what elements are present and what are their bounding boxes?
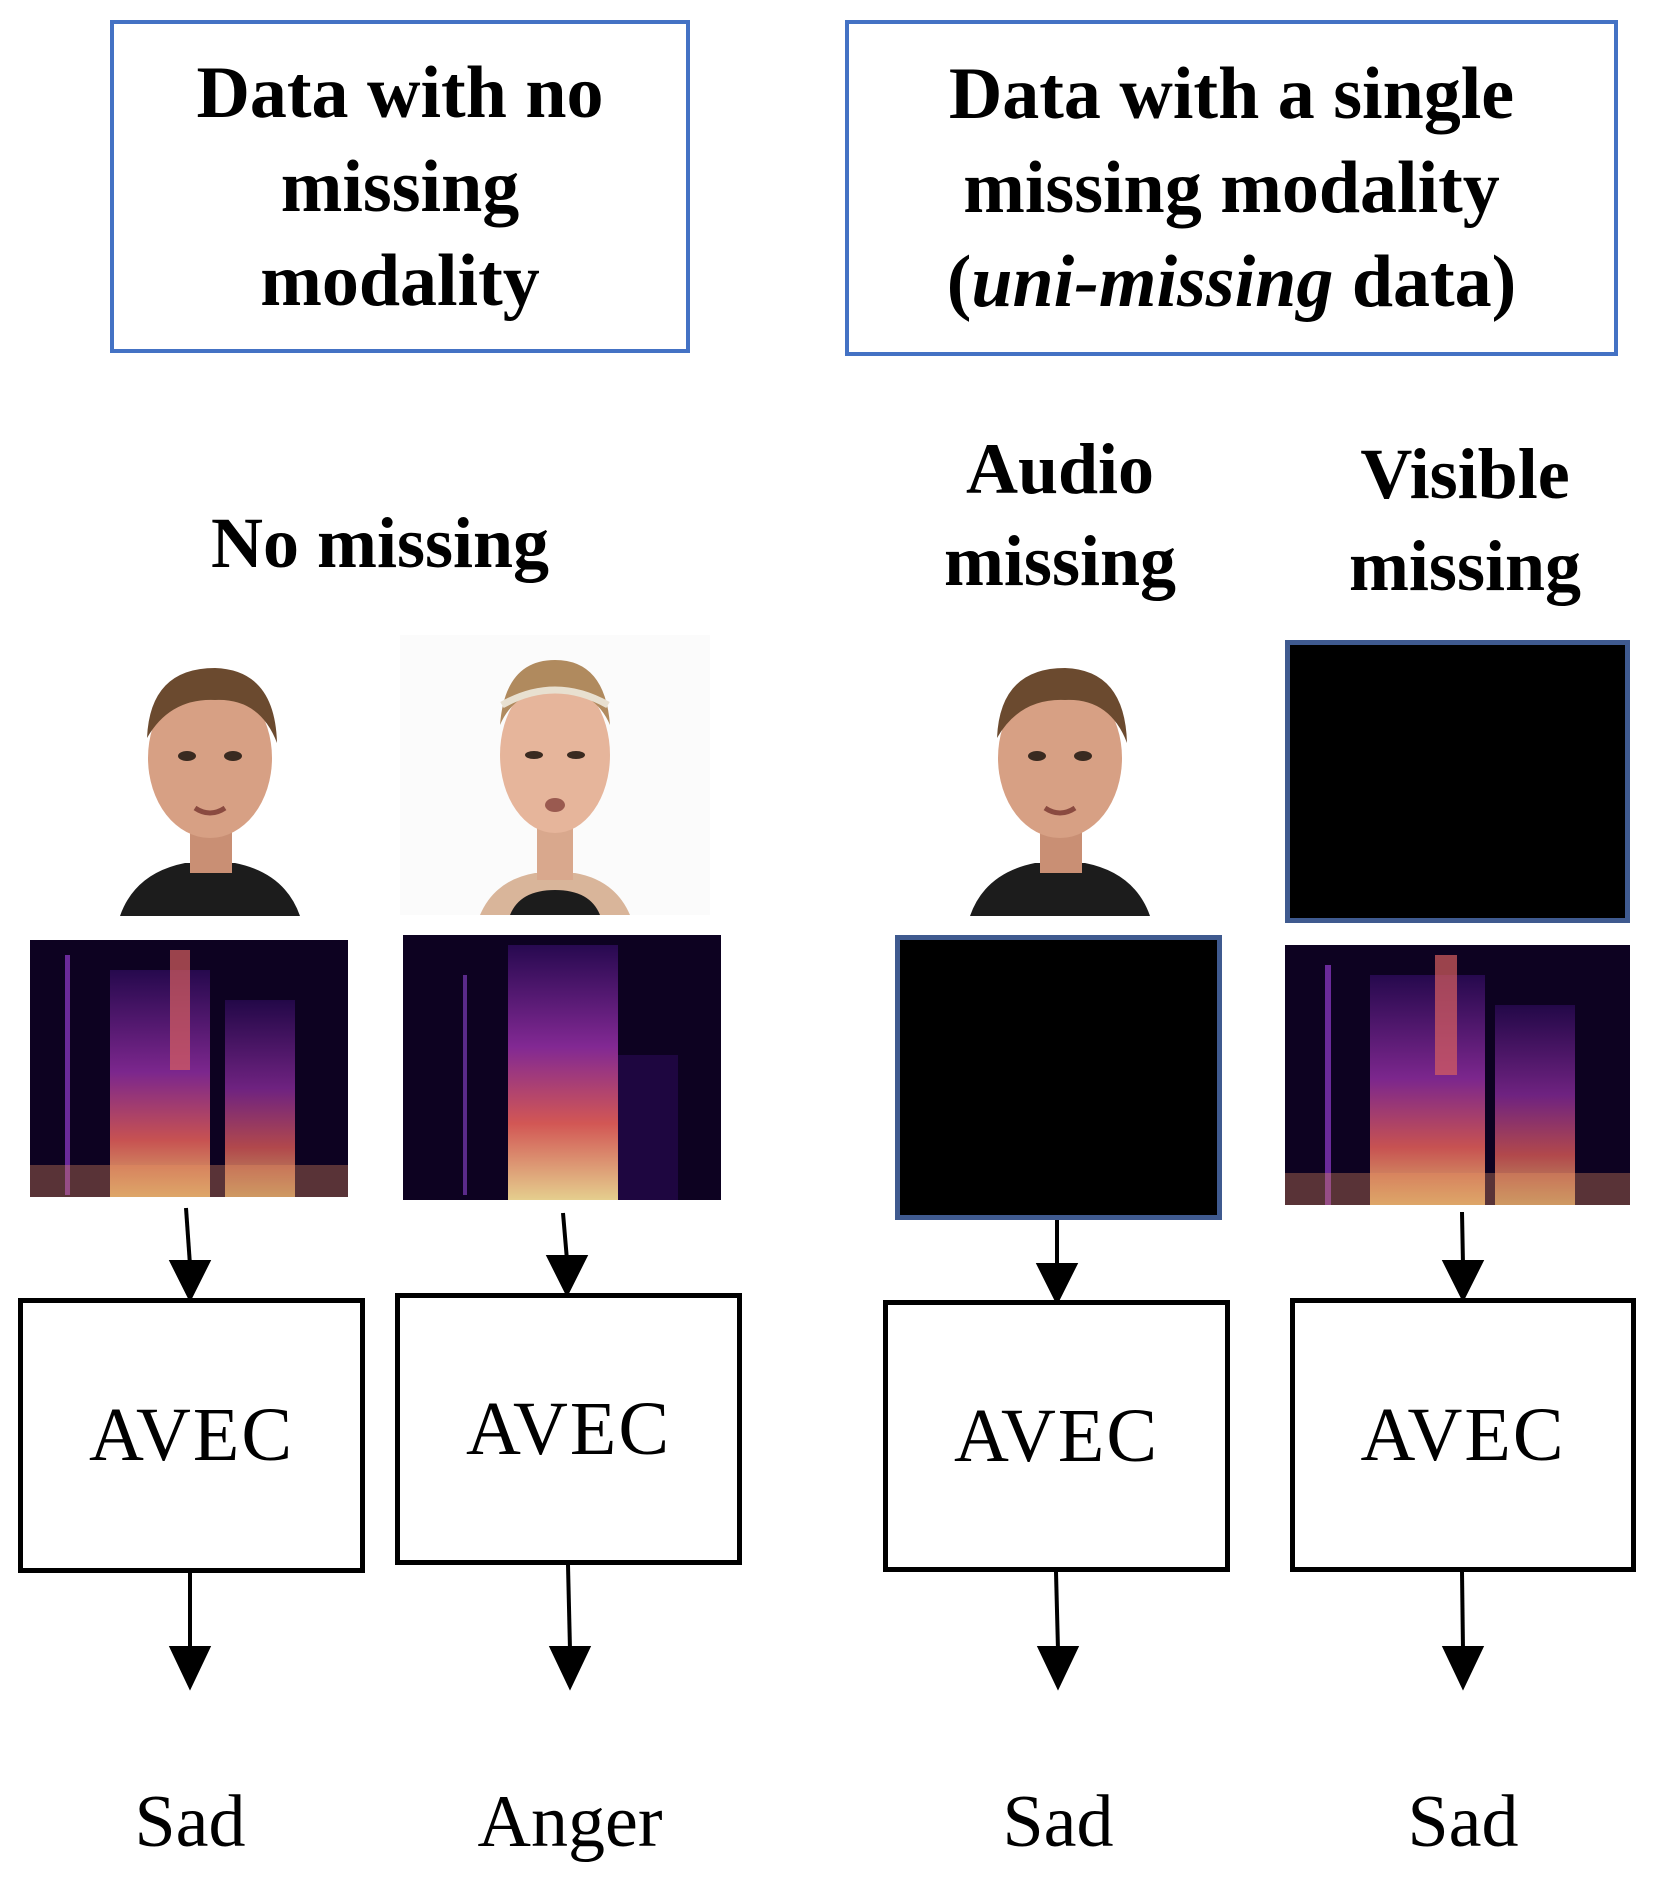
spectrogram-2	[403, 935, 721, 1200]
output-label-1: Sad	[134, 1781, 246, 1863]
arrow-spec2-to-avec2	[561, 1212, 569, 1261]
arrowhead-out4	[1441, 1646, 1485, 1691]
arrowhead-spec2	[545, 1255, 589, 1298]
header-uni-missing: Data with a single missing modality (uni…	[845, 20, 1618, 356]
title-audio-line2: missing	[943, 521, 1177, 601]
face-image-male	[55, 638, 365, 916]
paren-open: (	[946, 241, 972, 323]
face-image-male-audio-missing	[905, 638, 1215, 916]
arrow-spec4-to-avec4	[1460, 1211, 1465, 1266]
header-left-line1: Data with no	[196, 51, 604, 134]
visible-missing-black-image	[1285, 640, 1630, 923]
arrowhead-out1	[168, 1646, 212, 1691]
title-visible-line2: missing	[1348, 526, 1582, 606]
arrow-avec4-to-out4	[1460, 1571, 1465, 1651]
avec-model-box-1: AVEC	[18, 1298, 365, 1573]
avec-model-box-4: AVEC	[1290, 1298, 1636, 1572]
arrow-avec2-to-out2	[566, 1564, 572, 1651]
header-right-rest: data)	[1333, 241, 1517, 323]
header-right-line3: (uni-missing data)	[947, 235, 1517, 329]
arrow-avec3-to-out3	[1054, 1571, 1060, 1651]
header-left-line3: modality	[260, 239, 540, 322]
title-audio-line1: Audio	[965, 429, 1155, 509]
arrowhead-spec4	[1441, 1260, 1485, 1303]
title-visible-missing: Visible missing	[1310, 428, 1620, 612]
arrowhead-spec1	[168, 1260, 212, 1303]
avec-model-box-2: AVEC	[395, 1293, 742, 1565]
arrowhead-spec3	[1035, 1263, 1079, 1306]
header-left-line2: missing	[280, 145, 520, 228]
header-right-line1: Data with a single	[948, 53, 1515, 135]
title-no-missing: No missing	[210, 503, 550, 583]
arrowhead-out2	[548, 1646, 592, 1691]
title-audio-missing: Audio missing	[900, 423, 1220, 607]
uni-missing-term: uni-missing	[971, 241, 1334, 323]
output-label-4: Sad	[1407, 1781, 1519, 1863]
header-right-line2: missing modality	[963, 147, 1500, 229]
arrowhead-out3	[1036, 1646, 1080, 1691]
header-no-missing: Data with no missing modality	[110, 20, 690, 353]
audio-missing-black-spectrogram	[895, 935, 1222, 1220]
title-visible-line1: Visible	[1360, 434, 1570, 514]
output-label-3: Sad	[1002, 1781, 1114, 1863]
spectrogram-1	[30, 940, 348, 1197]
avec-model-box-3: AVEC	[883, 1300, 1230, 1572]
arrow-spec1-to-avec1	[184, 1207, 192, 1266]
face-image-female	[400, 635, 710, 915]
output-label-2: Anger	[477, 1781, 663, 1863]
spectrogram-visible-missing	[1285, 945, 1630, 1205]
